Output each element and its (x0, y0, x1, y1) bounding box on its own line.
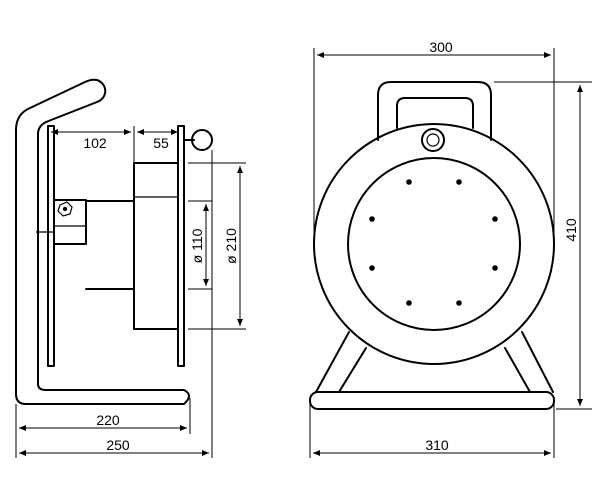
front-handle (377, 81, 492, 141)
dim-label-310: 310 (425, 437, 449, 453)
dim-label-410: 410 (563, 218, 579, 242)
bolt-hole (492, 265, 498, 271)
bolt-hole (456, 300, 462, 306)
front-handle-inner (396, 97, 474, 129)
front-outer-disc (313, 123, 555, 365)
side-knob-icon (191, 129, 213, 151)
bolt-hole (492, 216, 498, 222)
side-left-flange (47, 125, 55, 367)
bolt-hole (456, 179, 462, 185)
side-right-flange (177, 125, 185, 367)
dim-label-110: ø 110 (189, 228, 205, 263)
front-stand-right-leg (504, 331, 554, 393)
dim-label-250: 250 (106, 437, 130, 453)
side-frame-handle (15, 78, 190, 405)
side-axle-bracket (53, 199, 87, 245)
front-view: 300 410 310 (309, 39, 592, 458)
dim-label-55: 55 (153, 135, 169, 151)
bolt-hole (406, 300, 412, 306)
bolt-hole (369, 216, 375, 222)
front-inner-disc (347, 157, 521, 331)
front-knob-inner (426, 133, 440, 147)
bolt-hole (406, 179, 412, 185)
front-stand-left-leg (315, 331, 367, 393)
side-drum (133, 162, 179, 330)
dim-label-210: ø 210 (223, 228, 239, 264)
side-nut-icon (57, 201, 73, 217)
bolt-hole (369, 265, 375, 271)
front-bolt-holes (369, 179, 498, 306)
front-knob-icon (421, 128, 445, 152)
dim-label-102: 102 (83, 135, 107, 151)
dim-label-300: 300 (429, 39, 453, 55)
front-base-bar (309, 391, 555, 410)
side-view: 102 55 ø 110 ø 210 220 250 (15, 78, 246, 458)
dim-label-220: 220 (96, 412, 120, 428)
